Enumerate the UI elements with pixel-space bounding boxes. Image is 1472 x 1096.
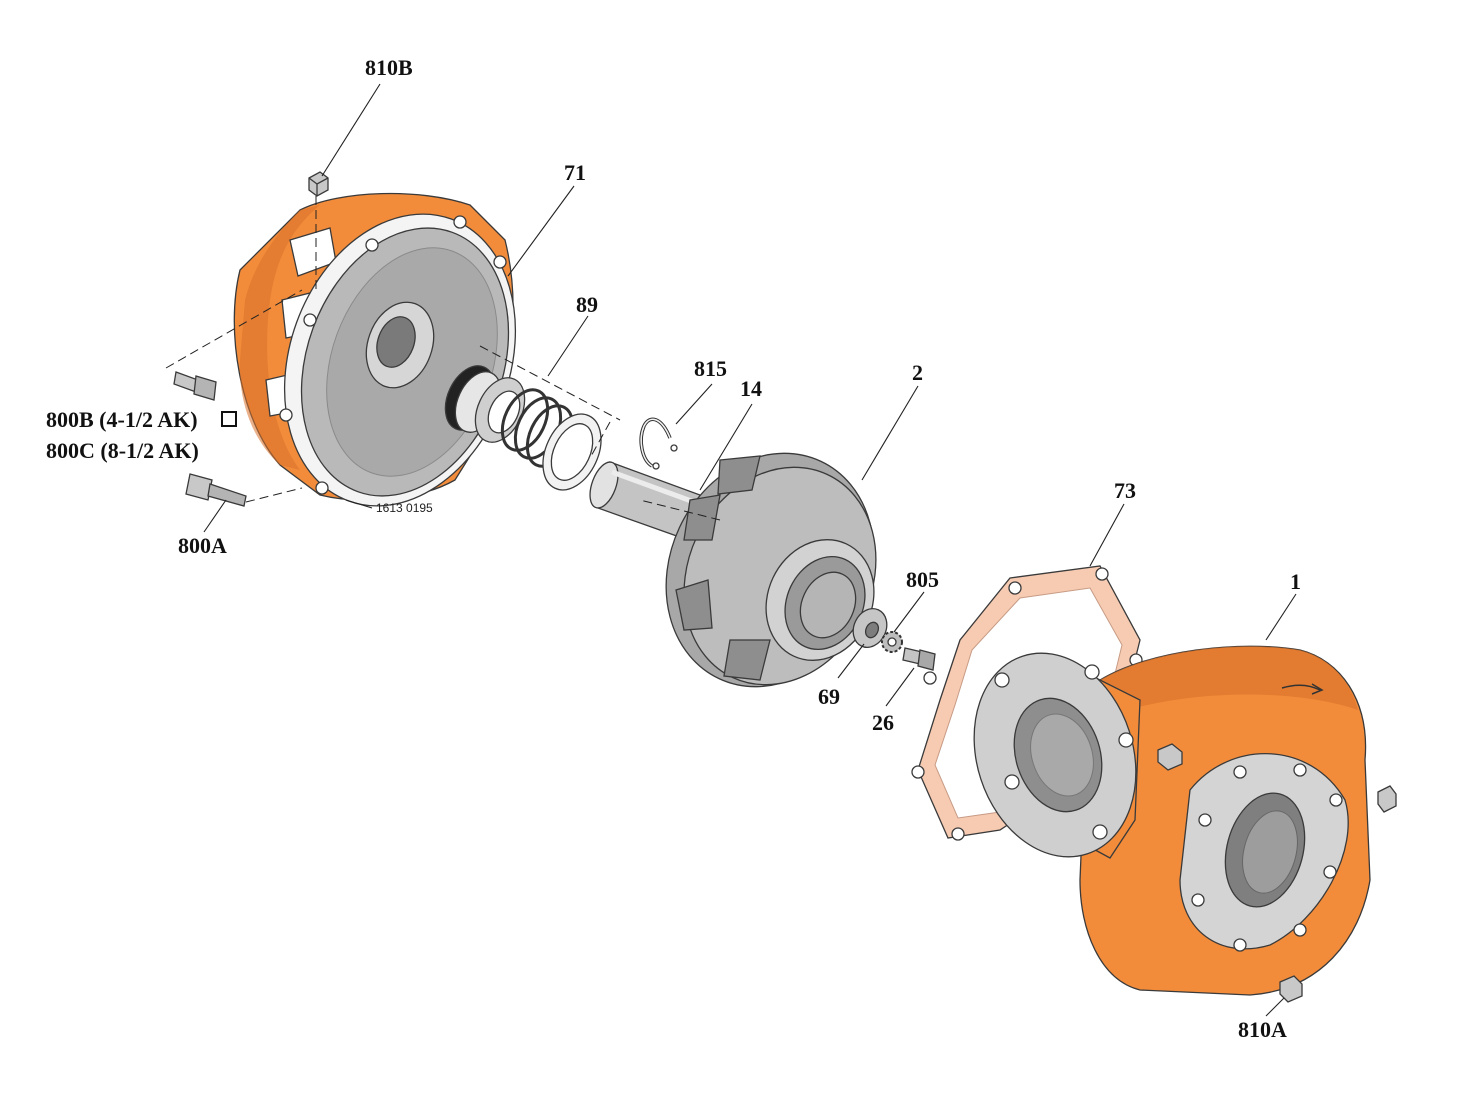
label-69: 69 bbox=[818, 684, 840, 709]
label-26: 26 bbox=[872, 710, 894, 735]
label-805: 805 bbox=[906, 567, 939, 592]
part-1-casing bbox=[973, 645, 1397, 1003]
part-815-retaining-ring bbox=[639, 417, 678, 470]
label-800b: 800B (4-1/2 AK) bbox=[46, 407, 198, 432]
part-800a-bolt bbox=[185, 473, 247, 507]
assembly-lines bbox=[165, 196, 721, 521]
part-69-washer bbox=[852, 608, 888, 648]
part-2-impeller bbox=[665, 452, 877, 688]
part-71-adapter bbox=[233, 192, 517, 507]
label-71: 71 bbox=[564, 160, 586, 185]
label-800a: 800A bbox=[178, 533, 227, 558]
part-26-bolt bbox=[902, 647, 936, 671]
note-box-icon bbox=[221, 411, 237, 427]
part-800b-bolt bbox=[173, 371, 217, 401]
callouts: 810B 71 89 815 14 2 800B (4-1/2 AK) 800C… bbox=[46, 55, 1301, 1042]
label-89: 89 bbox=[576, 292, 598, 317]
label-part-number: 1613 0195 bbox=[376, 501, 433, 515]
part-805-lock-washer bbox=[881, 631, 903, 653]
part-14-sleeve bbox=[589, 461, 701, 541]
label-810a: 810A bbox=[1238, 1017, 1287, 1042]
casing-plug-left bbox=[1157, 743, 1183, 771]
part-89-seal bbox=[444, 365, 602, 491]
casing-plug-right bbox=[1377, 785, 1397, 813]
leader-lines bbox=[203, 83, 1297, 1017]
label-73: 73 bbox=[1114, 478, 1136, 503]
label-1: 1 bbox=[1290, 569, 1301, 594]
label-14: 14 bbox=[740, 376, 762, 401]
label-810b: 810B bbox=[365, 55, 413, 80]
part-810b-plug bbox=[308, 171, 329, 197]
label-815: 815 bbox=[694, 356, 727, 381]
label-2: 2 bbox=[912, 360, 923, 385]
casing-plug-bottom bbox=[1279, 975, 1303, 1003]
label-800c: 800C (8-1/2 AK) bbox=[46, 438, 199, 463]
